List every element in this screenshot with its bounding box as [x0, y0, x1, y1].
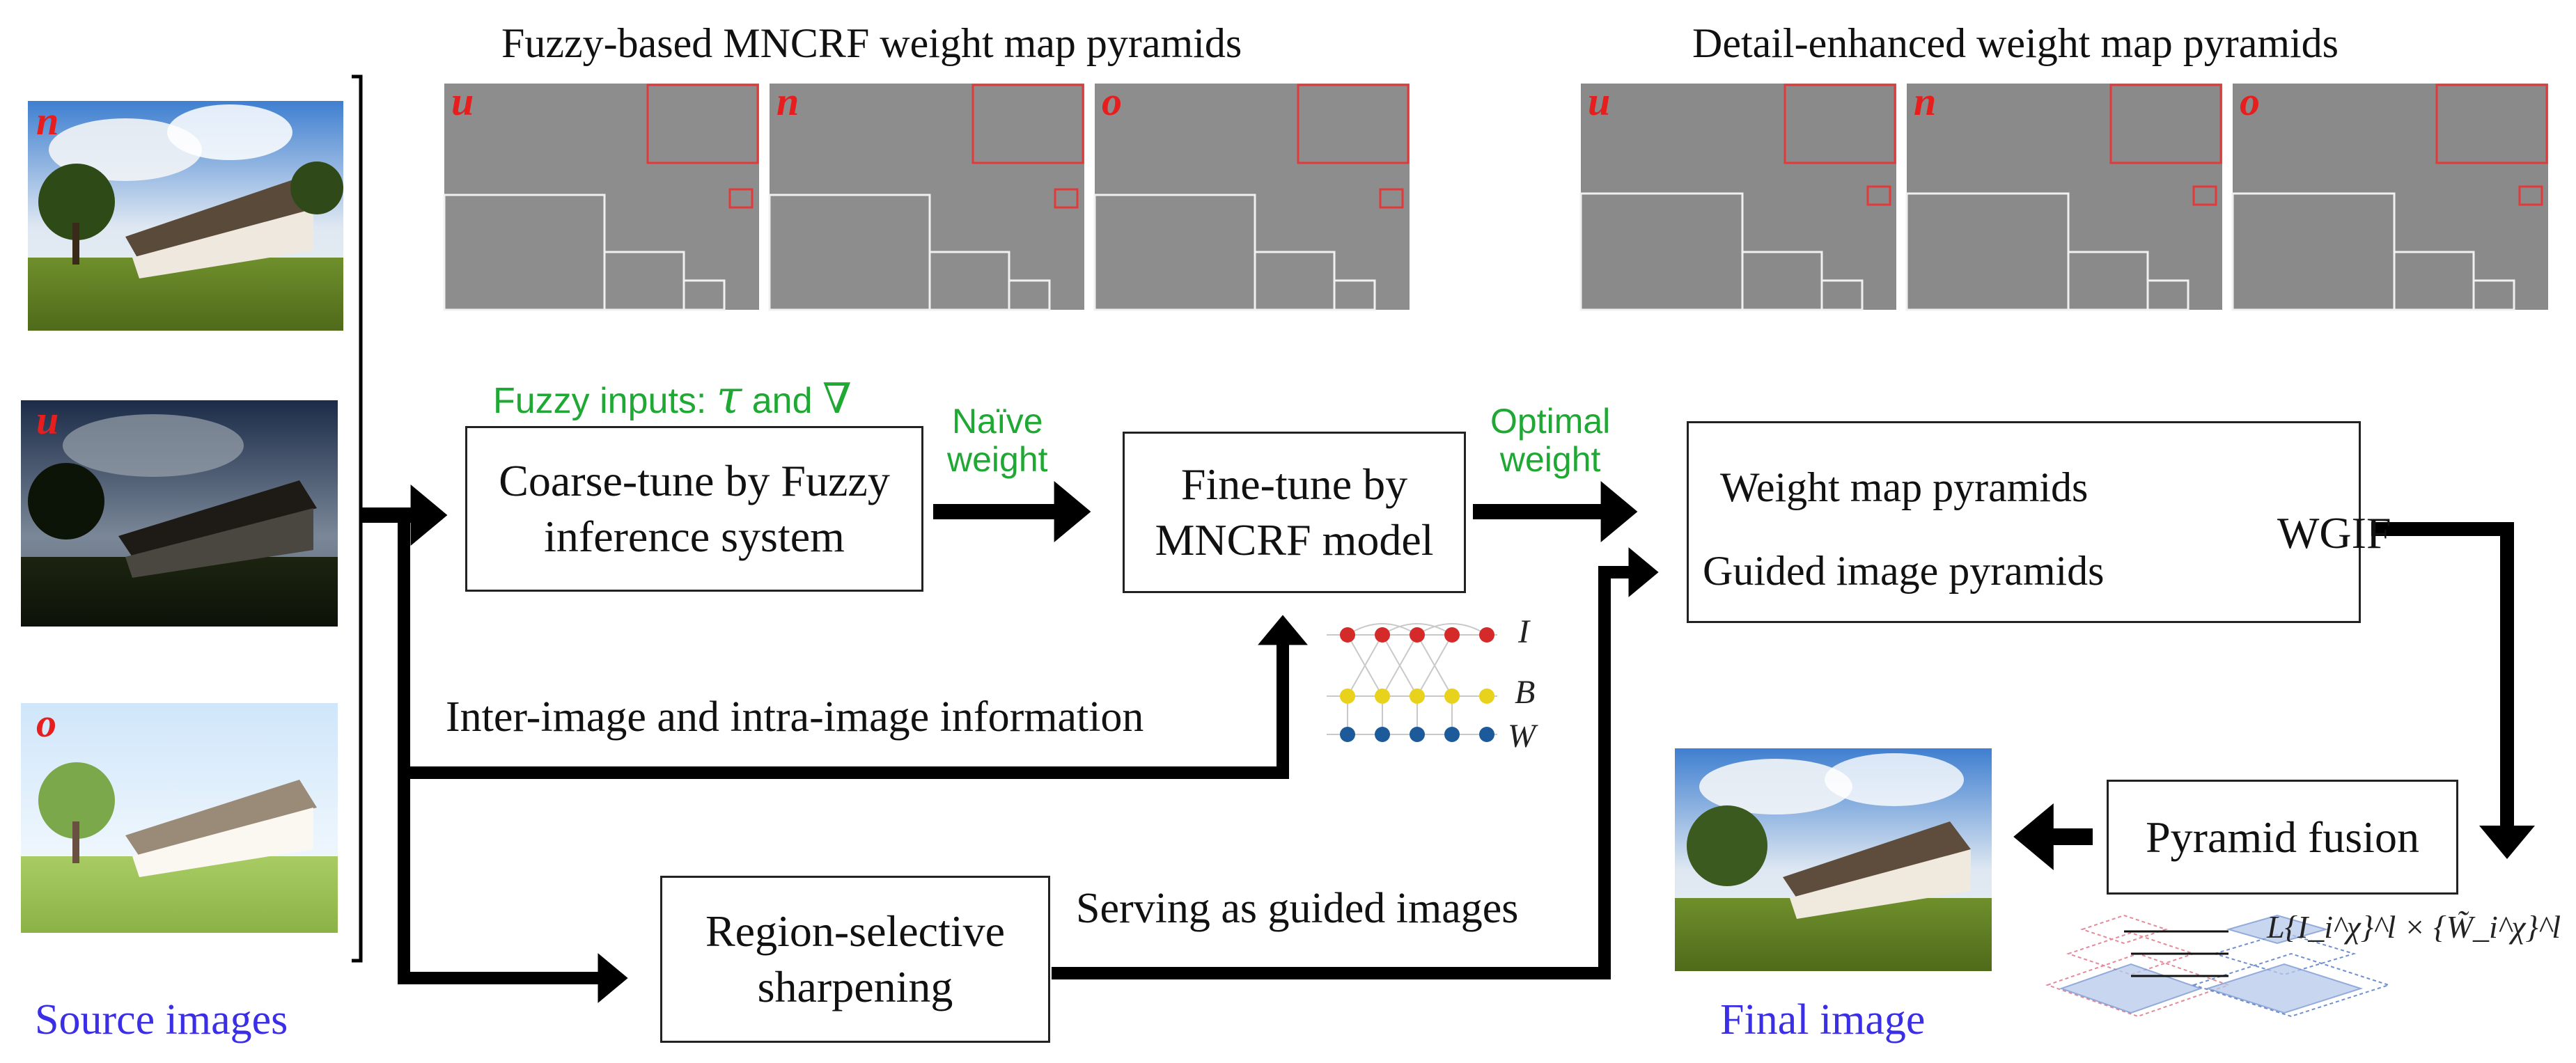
fuzzy-pyramid-thumbnails	[443, 84, 1410, 311]
wgif-box: Weight map pyramids Guided image pyramid…	[1687, 421, 2391, 623]
fine-tune-line-2: MNCRF model	[1155, 515, 1434, 565]
nabla-symbol: ∇	[822, 375, 852, 423]
fuzzy-inputs-and: and	[751, 381, 813, 421]
guided-image-pyramids-label: Guided image pyramids	[1703, 548, 2105, 594]
source-image-n	[28, 101, 343, 331]
fuzzy-pyramid-label-u: u	[451, 79, 474, 124]
detail-pyramid-label-o: o	[2240, 79, 2260, 124]
fuzzy-inputs-prefix: Fuzzy inputs:	[493, 381, 717, 421]
optimal-weight-line-2: weight	[1499, 440, 1601, 479]
tau-symbol: τ	[716, 370, 742, 424]
pyramid-fusion-label: Pyramid fusion	[2146, 812, 2419, 862]
region-selective-box: Region-selective sharpening	[660, 876, 1050, 1043]
fuzzy-pyramids-title: Fuzzy-based MNCRF weight map pyramids	[501, 20, 1242, 66]
source-label-n: n	[36, 98, 59, 143]
naive-weight-line-1: Naïve	[951, 402, 1043, 441]
guided-images-arrow	[1052, 547, 1659, 979]
inter-intra-label: Inter-image and intra-image information	[446, 693, 1144, 741]
wgif-label: WGIF	[2277, 508, 2391, 558]
coarse-tune-box: Coarse-tune by Fuzzy inference system	[465, 426, 923, 592]
coarse-tune-line-1: Coarse-tune by Fuzzy	[499, 456, 890, 505]
fine-tune-box: Fine-tune by MNCRF model	[1123, 432, 1466, 593]
inter-intra-arrow	[398, 615, 1308, 779]
source-label-u: u	[36, 397, 59, 443]
weight-map-pyramids-label: Weight map pyramids	[1720, 464, 2089, 510]
mncrf-layer-i: I	[1518, 613, 1529, 650]
final-image-caption: Final image	[1720, 996, 1926, 1044]
source-image-u	[21, 400, 338, 627]
source-image-o	[21, 703, 338, 933]
final-image	[1675, 748, 1992, 971]
source-bracket	[352, 74, 363, 963]
fuzzy-inputs-label: Fuzzy inputs: τ and ∇	[493, 372, 852, 423]
naive-weight-label: Naïve weight	[947, 402, 1048, 479]
mncrf-layer-w: W	[1508, 718, 1536, 755]
detail-pyramid-thumbnails	[1579, 84, 2548, 311]
mncrf-layer-b: B	[1515, 674, 1536, 711]
naive-weight-line-2: weight	[947, 440, 1048, 479]
optimal-weight-label: Optimal weight	[1490, 402, 1610, 479]
pyramid-fusion-sketch	[2045, 914, 2391, 1018]
detail-pyramid-label-n: n	[1914, 79, 1937, 124]
wgif-to-fusion-arrow	[2371, 522, 2535, 859]
fine-tune-line-1: Fine-tune by	[1180, 459, 1408, 509]
mncrf-graph-icon	[1327, 623, 1497, 742]
region-selective-line-2: sharpening	[757, 962, 953, 1011]
source-label-o: o	[36, 700, 56, 746]
coarse-tune-line-2: inference system	[544, 512, 845, 561]
serving-guided-label: Serving as guided images	[1076, 885, 1519, 932]
source-images-caption: Source images	[35, 996, 288, 1044]
detail-pyramids-title: Detail-enhanced weight map pyramids	[1692, 20, 2339, 66]
fuzzy-pyramid-label-n: n	[776, 79, 799, 124]
region-selective-line-1: Region-selective	[705, 906, 1006, 956]
fusion-formula: L{I_i^χ}^l × {W̃_i^χ}^l	[2267, 909, 2561, 945]
fuzzy-pyramid-label-o: o	[1102, 79, 1122, 124]
optimal-weight-line-1: Optimal	[1490, 402, 1611, 441]
pyramid-fusion-box: Pyramid fusion	[2107, 780, 2458, 895]
detail-pyramid-label-u: u	[1588, 79, 1611, 124]
